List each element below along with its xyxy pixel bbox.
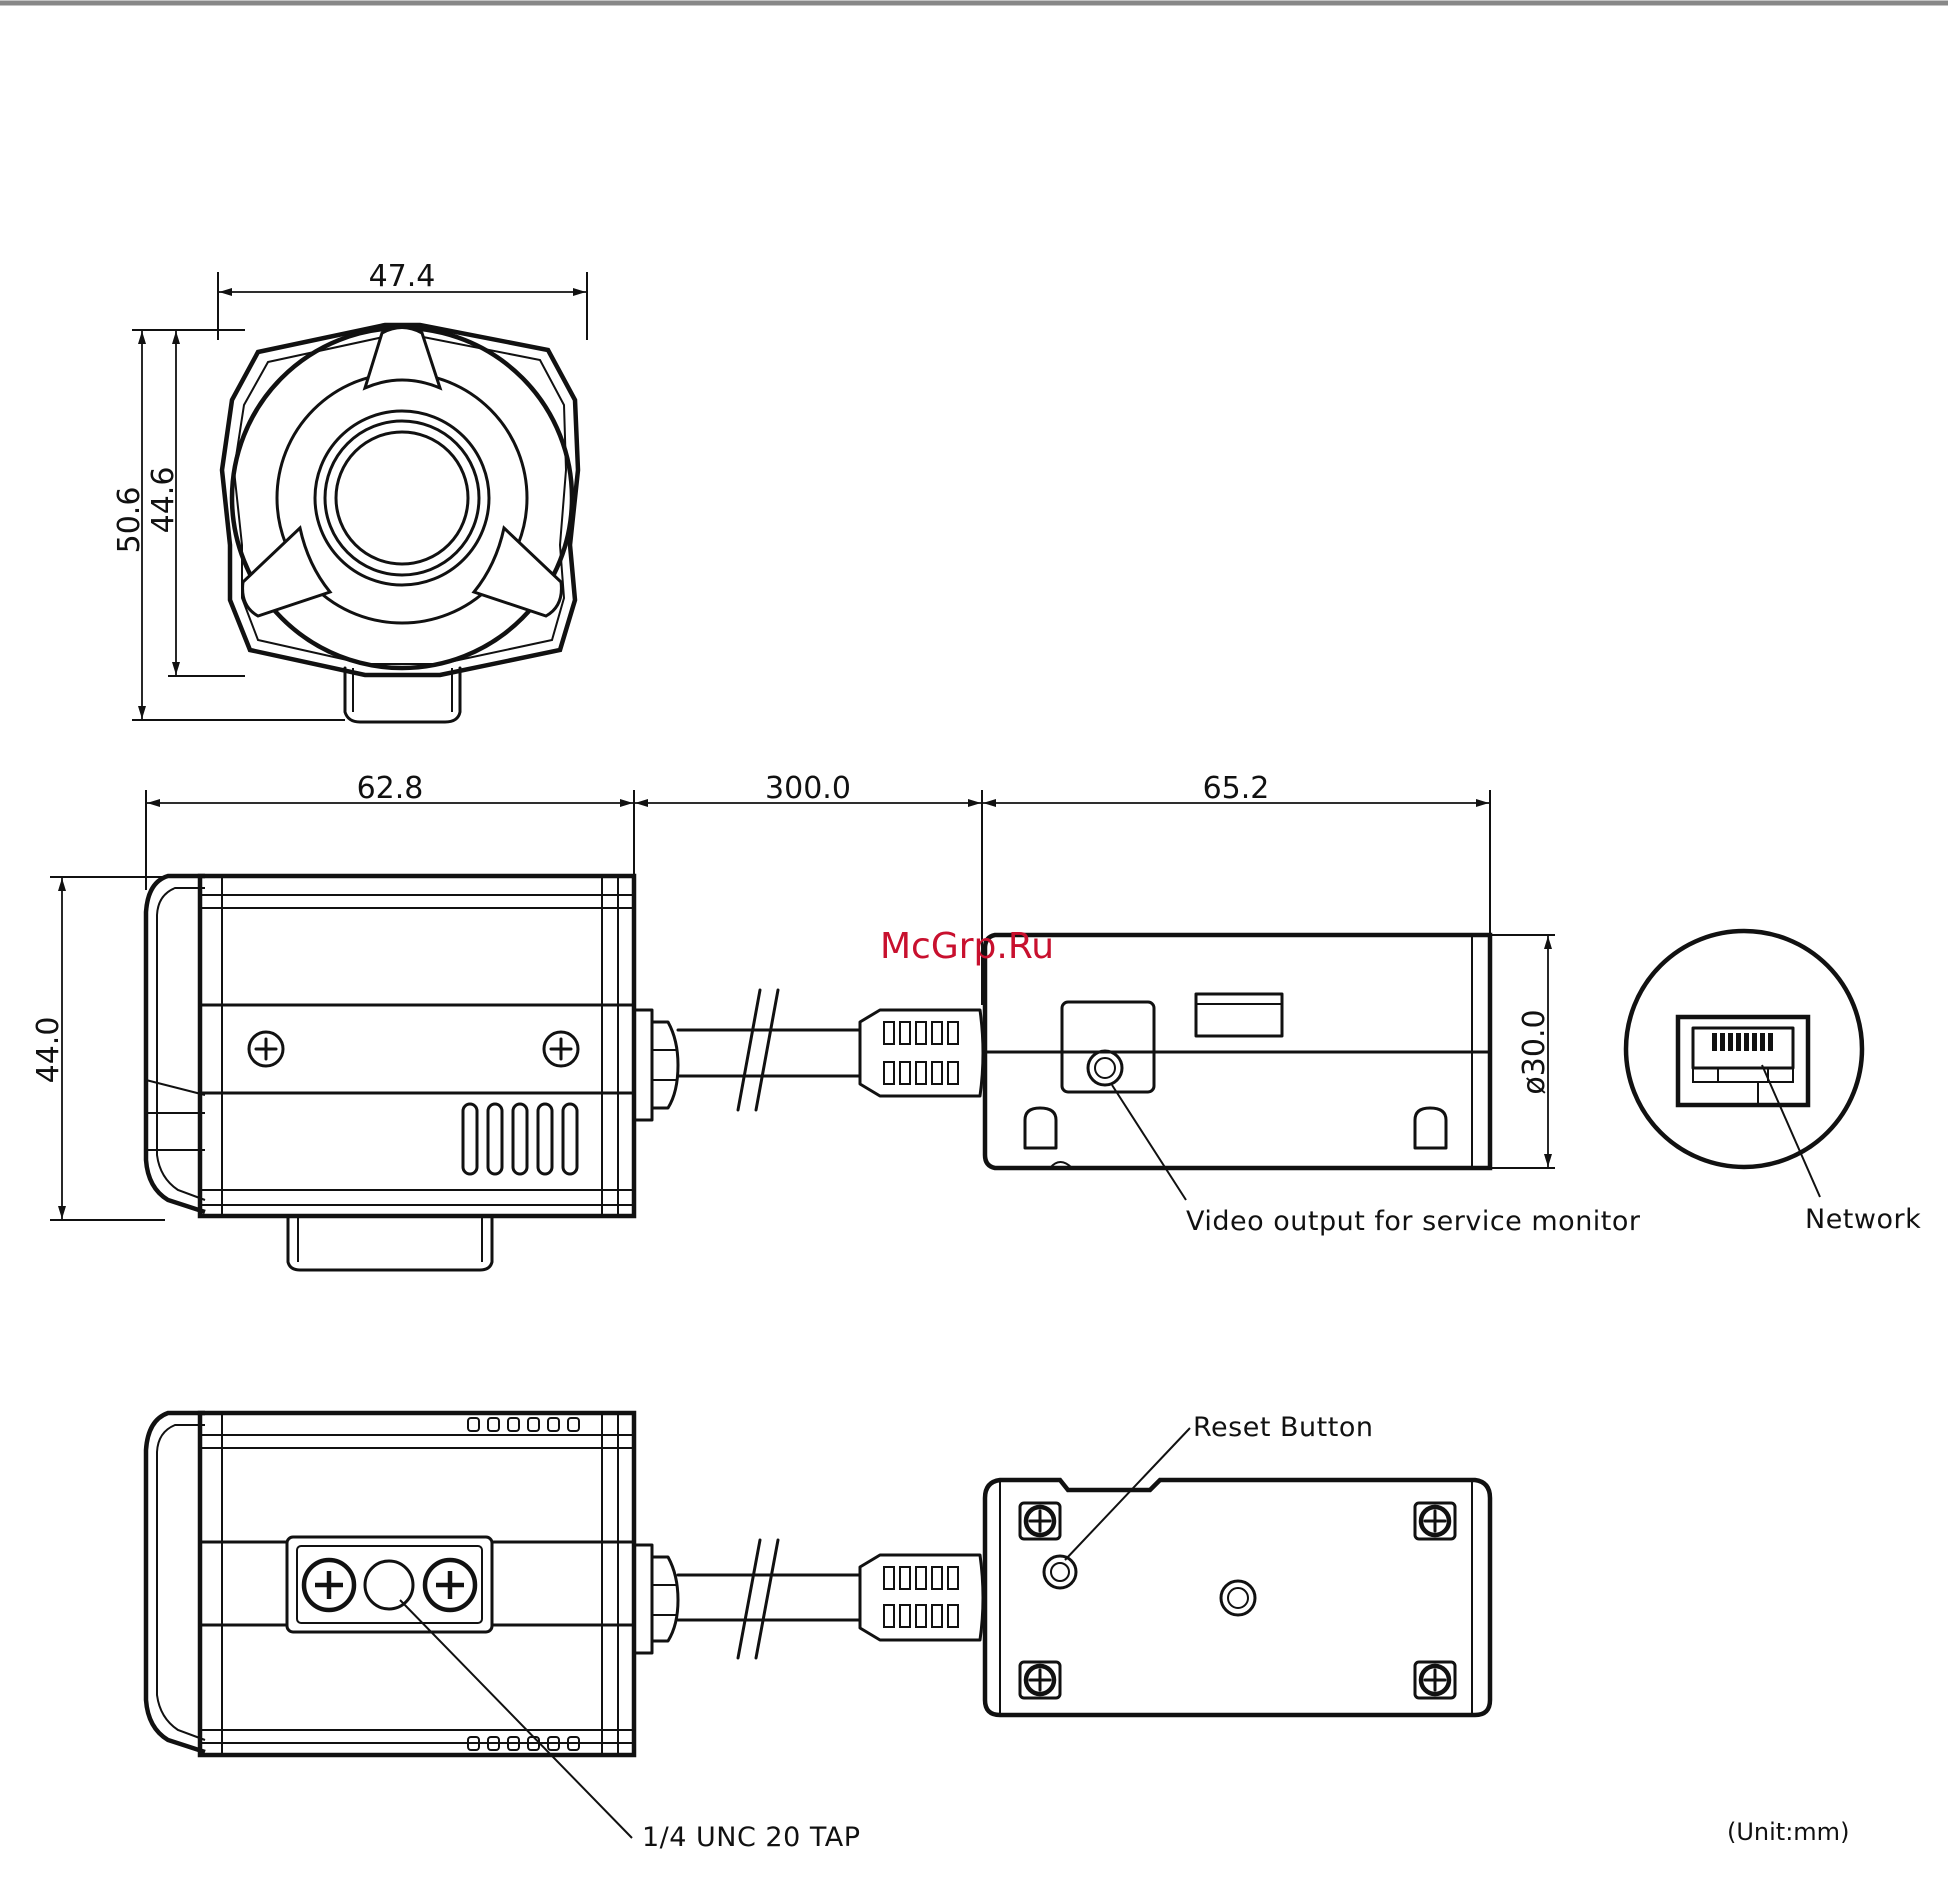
bottom-front-bezel: [146, 1413, 205, 1752]
label-network: Network: [1805, 1204, 1921, 1235]
bottom-view: Reset Button 1/4 UNC 20 TAP: [146, 1412, 1490, 1853]
camera-mount-foot: [288, 1216, 492, 1270]
dim-box-diameter: ø30.0: [1517, 1009, 1552, 1094]
video-output-jack: [1088, 1051, 1122, 1085]
dim-box-length: 65.2: [1203, 771, 1270, 806]
screw-icon: [544, 1032, 578, 1066]
lens-fin-top: [365, 328, 440, 389]
unit-note: (Unit:mm): [1727, 1818, 1849, 1846]
label-reset-button: Reset Button: [1193, 1412, 1373, 1443]
reset-button: [1044, 1556, 1076, 1588]
screw-icon: [1020, 1662, 1060, 1698]
screw-icon: [1415, 1503, 1455, 1539]
label-video-output: Video output for service monitor: [1186, 1206, 1641, 1237]
screw-icon: [1415, 1662, 1455, 1698]
dim-front-width: 47.4: [369, 259, 436, 294]
dim-camera-length: 62.8: [357, 771, 424, 806]
dim-camera-height: 44.0: [31, 1017, 66, 1084]
screw-icon: [249, 1032, 283, 1066]
status-led-window: [1196, 994, 1282, 1036]
cable-gland: [652, 1022, 678, 1108]
dim-front-height-outer: 50.6: [112, 487, 147, 554]
lens-glass: [336, 432, 468, 564]
dim-front-height-inner: 44.6: [146, 467, 181, 534]
mount-tab: [1025, 1108, 1056, 1148]
vent-slots: [463, 1104, 577, 1174]
front-view: 47.4 50.6 44.6: [112, 259, 587, 722]
lens-fin-left: [243, 528, 330, 616]
dim-cable-length: 300.0: [765, 771, 851, 806]
side-view: 62.8 300.0 65.2 44.0: [31, 771, 1921, 1270]
label-tripod-tap: 1/4 UNC 20 TAP: [642, 1822, 861, 1853]
mount-tab: [1415, 1108, 1446, 1148]
watermark: McGrp.Ru: [880, 926, 1054, 967]
lens-ring-inner: [315, 411, 489, 585]
lens-fin-right: [474, 528, 561, 616]
camera-front-bezel: [146, 876, 205, 1212]
rj45-port: [1678, 1017, 1808, 1105]
mount-hole: [1221, 1581, 1255, 1615]
screw-icon: [1020, 1503, 1060, 1539]
